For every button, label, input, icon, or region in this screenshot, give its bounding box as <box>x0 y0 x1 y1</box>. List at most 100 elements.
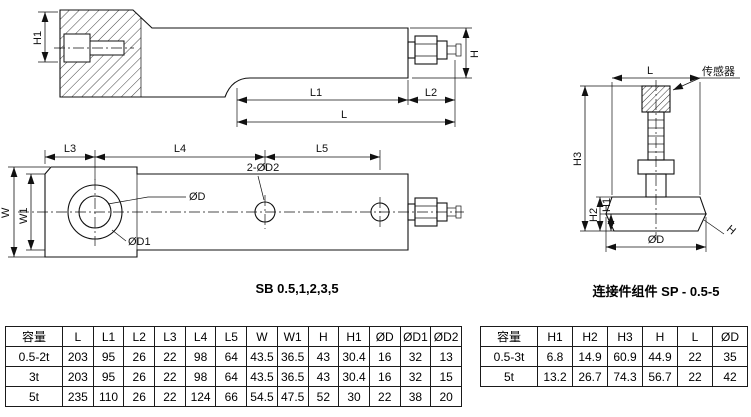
table-cell: 32 <box>399 346 432 367</box>
table-cell: 47.5 <box>276 386 309 407</box>
table-cell: 64 <box>215 366 248 387</box>
table-cell: 43.5 <box>246 346 278 367</box>
table-cell: 14.9 <box>572 346 608 367</box>
table-cell: 22 <box>677 366 713 387</box>
left-drawing-caption: SB 0.5,1,2,3,5 <box>255 281 339 296</box>
column-header: L1 <box>92 326 125 347</box>
top-view-dimensions: L3 L4 L5 W W1 ØD ØD1 2-ØD2 <box>0 143 381 258</box>
table-cell: 36.5 <box>276 346 309 367</box>
column-header: W <box>246 326 278 347</box>
table-cell: 30.4 <box>338 346 370 367</box>
column-header: ØD <box>368 326 401 347</box>
column-header: ØD2 <box>430 326 462 347</box>
dim-label-d2: 2-ØD2 <box>247 162 279 174</box>
table-cell: 124 <box>184 386 217 407</box>
table-cell: 56.7 <box>642 366 678 387</box>
table-cell: 22 <box>154 386 186 407</box>
dim-label-w1: W1 <box>18 208 30 225</box>
column-header: L3 <box>154 326 186 347</box>
dim-label-asm-h1: H1 <box>601 198 613 212</box>
table-cell: 44.9 <box>642 346 678 367</box>
table-cell: 32 <box>399 366 432 387</box>
table-cell: 98 <box>184 366 217 387</box>
table-cell: 20 <box>430 386 462 407</box>
dim-label-h1: H1 <box>32 31 44 45</box>
table-cell: 203 <box>62 366 94 387</box>
column-header: H <box>642 326 678 347</box>
dim-label-h2: H2 <box>588 208 600 222</box>
column-header: W1 <box>276 326 309 347</box>
table-cell: 110 <box>92 386 125 407</box>
table-cell: 22 <box>154 366 186 387</box>
cable-connector-side <box>407 35 462 65</box>
table-cell: 98 <box>184 346 217 367</box>
table-cell: 22 <box>368 386 401 407</box>
side-view: H1 H L1 L2 L <box>32 9 481 127</box>
drawings-svg: H1 H L1 L2 L <box>0 9 740 258</box>
column-header: H1 <box>537 326 573 347</box>
dim-label-d: ØD <box>189 191 206 203</box>
table-cell: 30.4 <box>338 366 370 387</box>
table-cell: 15 <box>430 366 462 387</box>
column-header: H <box>307 326 340 347</box>
table-cell: 30 <box>338 386 370 407</box>
dim-label-l5: L5 <box>316 143 328 155</box>
column-header: L <box>677 326 713 347</box>
table-cell: 22 <box>154 346 186 367</box>
table-cell: 36.5 <box>276 366 309 387</box>
table-cell: 60.9 <box>607 346 643 367</box>
column-header: H1 <box>338 326 370 347</box>
side-view-dimensions: H1 H L1 L2 L <box>32 11 481 127</box>
table-cell: 5t <box>5 386 63 407</box>
table-cell: 0.5-3t <box>480 346 538 367</box>
table-cell: 16 <box>368 366 401 387</box>
cable-connector-top <box>407 197 462 227</box>
column-header: ØD1 <box>399 326 432 347</box>
dim-label-h3: H3 <box>572 152 584 166</box>
table-cell: 35 <box>712 346 748 367</box>
sensor-label: 传感器 <box>702 65 735 78</box>
table-cell: 52 <box>307 386 340 407</box>
table-cell: 26 <box>123 366 156 387</box>
table-cell: 22 <box>677 346 713 367</box>
table-cell: 42 <box>712 366 748 387</box>
table-cell: 43 <box>307 366 340 387</box>
table-cell: 5t <box>480 366 538 387</box>
table-cell: 43 <box>307 346 340 367</box>
dim-label-asm-d: ØD <box>648 234 665 246</box>
table-cell: 66 <box>215 386 248 407</box>
table-cell: 54.5 <box>246 386 278 407</box>
column-header: L4 <box>184 326 217 347</box>
column-header: H2 <box>572 326 608 347</box>
sensor-block <box>641 85 671 113</box>
table-cell: 74.3 <box>607 366 643 387</box>
column-header: L <box>62 326 94 347</box>
table-cell: 26 <box>123 386 156 407</box>
table-cell: 203 <box>62 346 94 367</box>
table-cell: 26 <box>123 346 156 367</box>
table-cell: 0.5-2t <box>5 346 63 367</box>
column-header: L2 <box>123 326 156 347</box>
column-header: H3 <box>607 326 643 347</box>
table-cell: 13.2 <box>537 366 573 387</box>
table-cell: 3t <box>5 366 63 387</box>
dim-label-l2: L2 <box>425 87 437 99</box>
table-cell: 95 <box>92 366 125 387</box>
dim-label-h: H <box>469 50 481 58</box>
dim-label-asm-h: H <box>724 223 738 237</box>
dim-label-w: W <box>0 207 12 218</box>
table-cell: 235 <box>62 386 94 407</box>
column-header: 容量 <box>480 326 538 347</box>
dim-label-asm-l: L <box>647 65 653 77</box>
table-cell: 95 <box>92 346 125 367</box>
table-cell: 43.5 <box>246 366 278 387</box>
